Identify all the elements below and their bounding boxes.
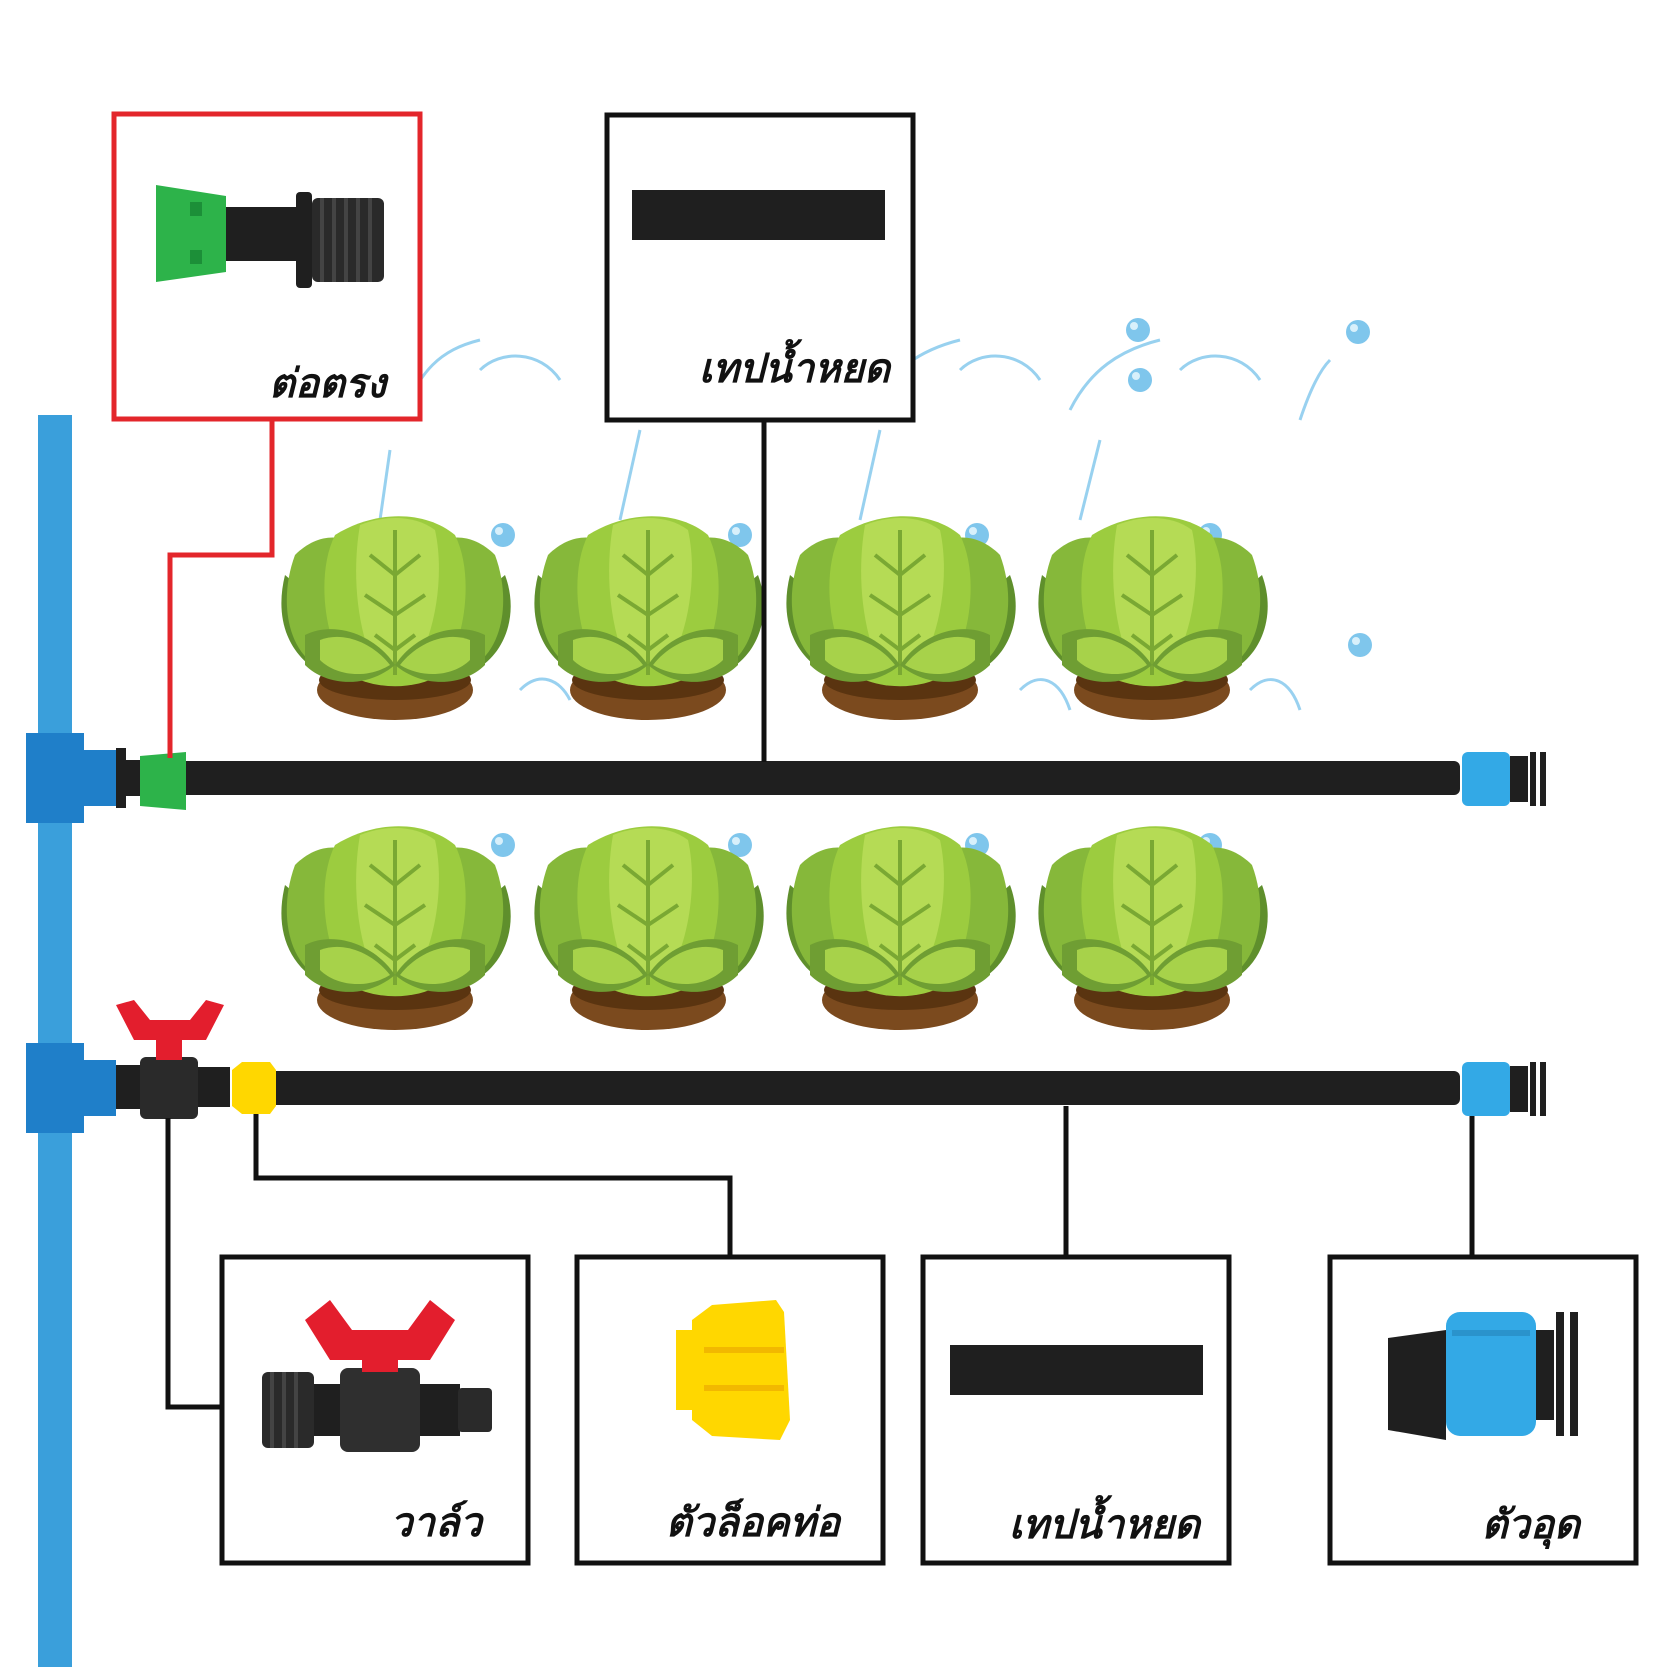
yellow-lock-on-line — [232, 1062, 276, 1114]
label-straight-connector: ต่อตรง — [269, 361, 386, 407]
label-drip-tape-bottom: เทปน้ำหยด — [1008, 1502, 1200, 1548]
lettuce-row-top — [279, 514, 1270, 722]
connector-lines — [165, 420, 1475, 1410]
callout-box-drip-tape-top — [604, 112, 916, 423]
label-drip-tape-top: เทปน้ำหยด — [698, 346, 890, 392]
drip-tape-illustration-top — [632, 190, 885, 240]
label-valve: วาล์ว — [390, 1500, 482, 1546]
drip-tape-illustration-bottom — [950, 1345, 1203, 1395]
callout-box-drip-tape-bottom — [920, 1254, 1232, 1566]
valve-on-line — [116, 1000, 230, 1119]
tee-fitting-top — [26, 733, 126, 823]
pipe-lock-illustration — [676, 1300, 790, 1440]
label-end-plug: ตัวอุด — [1481, 1502, 1580, 1548]
main-pipe — [38, 415, 72, 1667]
lettuce-row-bottom — [279, 824, 1270, 1032]
valve-illustration — [262, 1300, 492, 1452]
end-plug-illustration — [1388, 1312, 1578, 1440]
drip-tape-line-bottom — [268, 1071, 1460, 1105]
tee-fitting-bottom — [26, 1043, 116, 1133]
blue-end-plug-on-line-top — [1462, 752, 1546, 806]
green-connector-on-line — [126, 752, 186, 810]
straight-connector-illustration — [156, 185, 384, 288]
water-spray — [378, 338, 1332, 711]
blue-end-plug-on-line-bottom — [1462, 1062, 1546, 1116]
label-pipe-lock: ตัวล็อคท่อ — [665, 1500, 840, 1546]
drip-tape-line-top — [180, 761, 1460, 795]
